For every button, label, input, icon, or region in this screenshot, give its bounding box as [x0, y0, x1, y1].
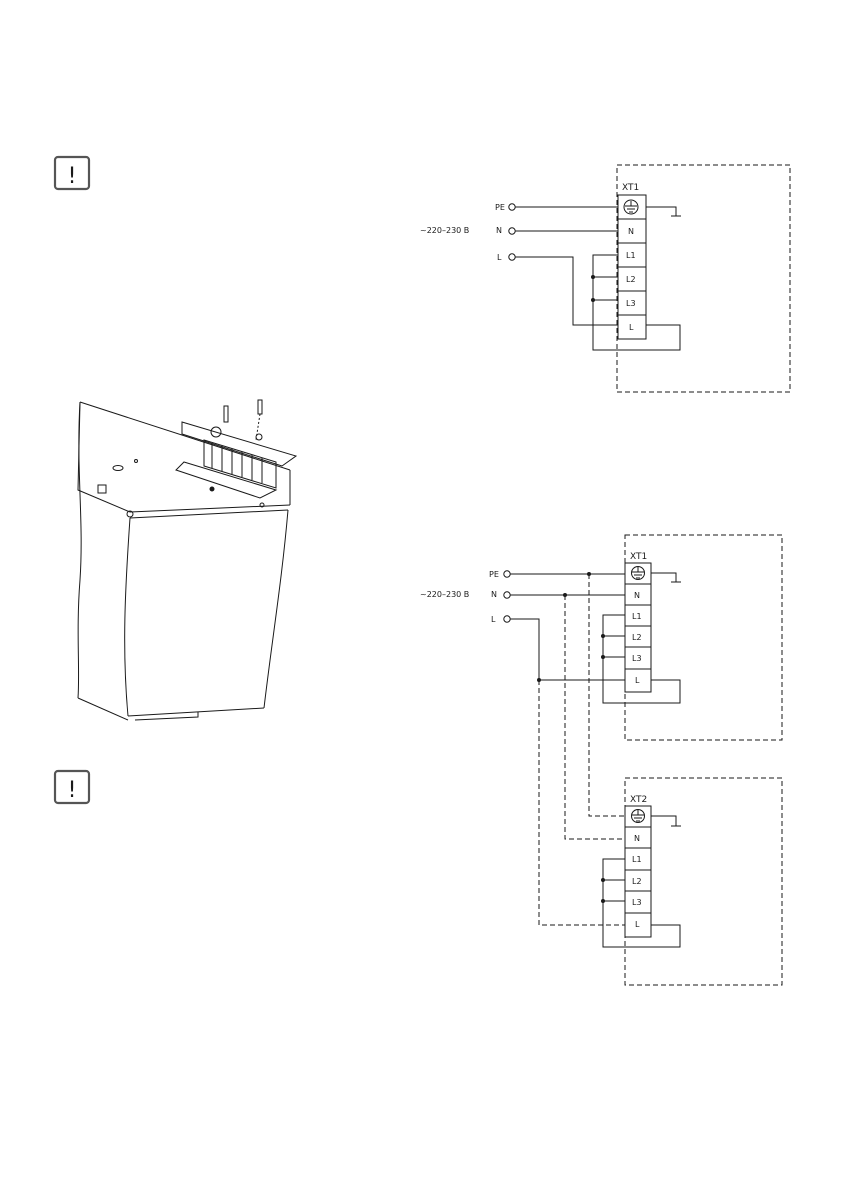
terminal-l3: L3 [626, 299, 636, 308]
terminal-n: N [628, 227, 634, 236]
terminal-l2: L2 [632, 633, 642, 642]
terminal-l: L [629, 323, 634, 332]
input-n-label: N [496, 226, 502, 235]
input-l-label: L [491, 615, 496, 624]
warning-icon-top: ! [53, 155, 91, 191]
terminal-l1: L1 [632, 612, 642, 621]
warning-icon-bottom: ! [53, 769, 91, 805]
xt1-label: XT1 [630, 552, 647, 562]
terminal-block-xt2 [624, 805, 652, 938]
terminal-n: N [634, 591, 640, 600]
terminal-l: L [635, 920, 640, 929]
terminal-l1: L1 [626, 251, 636, 260]
xt1-enclosure [624, 534, 783, 741]
wiring-diagram-bottom: XT1 N L1 L2 L3 L XT2 [420, 534, 783, 986]
input-pe-label: PE [489, 570, 499, 579]
input-pe-label: PE [495, 203, 505, 212]
wiring-diagram-top: XT1 N L1 L2 L3 L PE N L [420, 164, 791, 393]
ground-icon [631, 809, 645, 823]
heater-illustration [77, 399, 298, 721]
ground-icon [623, 199, 639, 215]
voltage-label: ~220–230 В [420, 226, 469, 235]
ground-icon [631, 566, 645, 580]
terminal-l1: L1 [632, 855, 642, 864]
terminal-block-xt1 [617, 194, 647, 340]
terminal-l3: L3 [632, 654, 642, 663]
xt2-enclosure [624, 777, 783, 986]
xt1-enclosure [616, 164, 791, 393]
xt1-label: XT1 [622, 183, 639, 193]
terminal-l2: L2 [632, 877, 642, 886]
terminal-l2: L2 [626, 275, 636, 284]
xt2-label: XT2 [630, 795, 647, 805]
terminal-l3: L3 [632, 898, 642, 907]
terminal-block-xt1 [624, 562, 652, 693]
input-n-label: N [491, 590, 497, 599]
terminal-l: L [635, 676, 640, 685]
exclamation-icon: ! [68, 778, 77, 803]
input-l-label: L [497, 253, 502, 262]
exclamation-icon: ! [68, 164, 77, 189]
terminal-n: N [634, 834, 640, 843]
voltage-label: ~220–230 В [420, 590, 469, 599]
